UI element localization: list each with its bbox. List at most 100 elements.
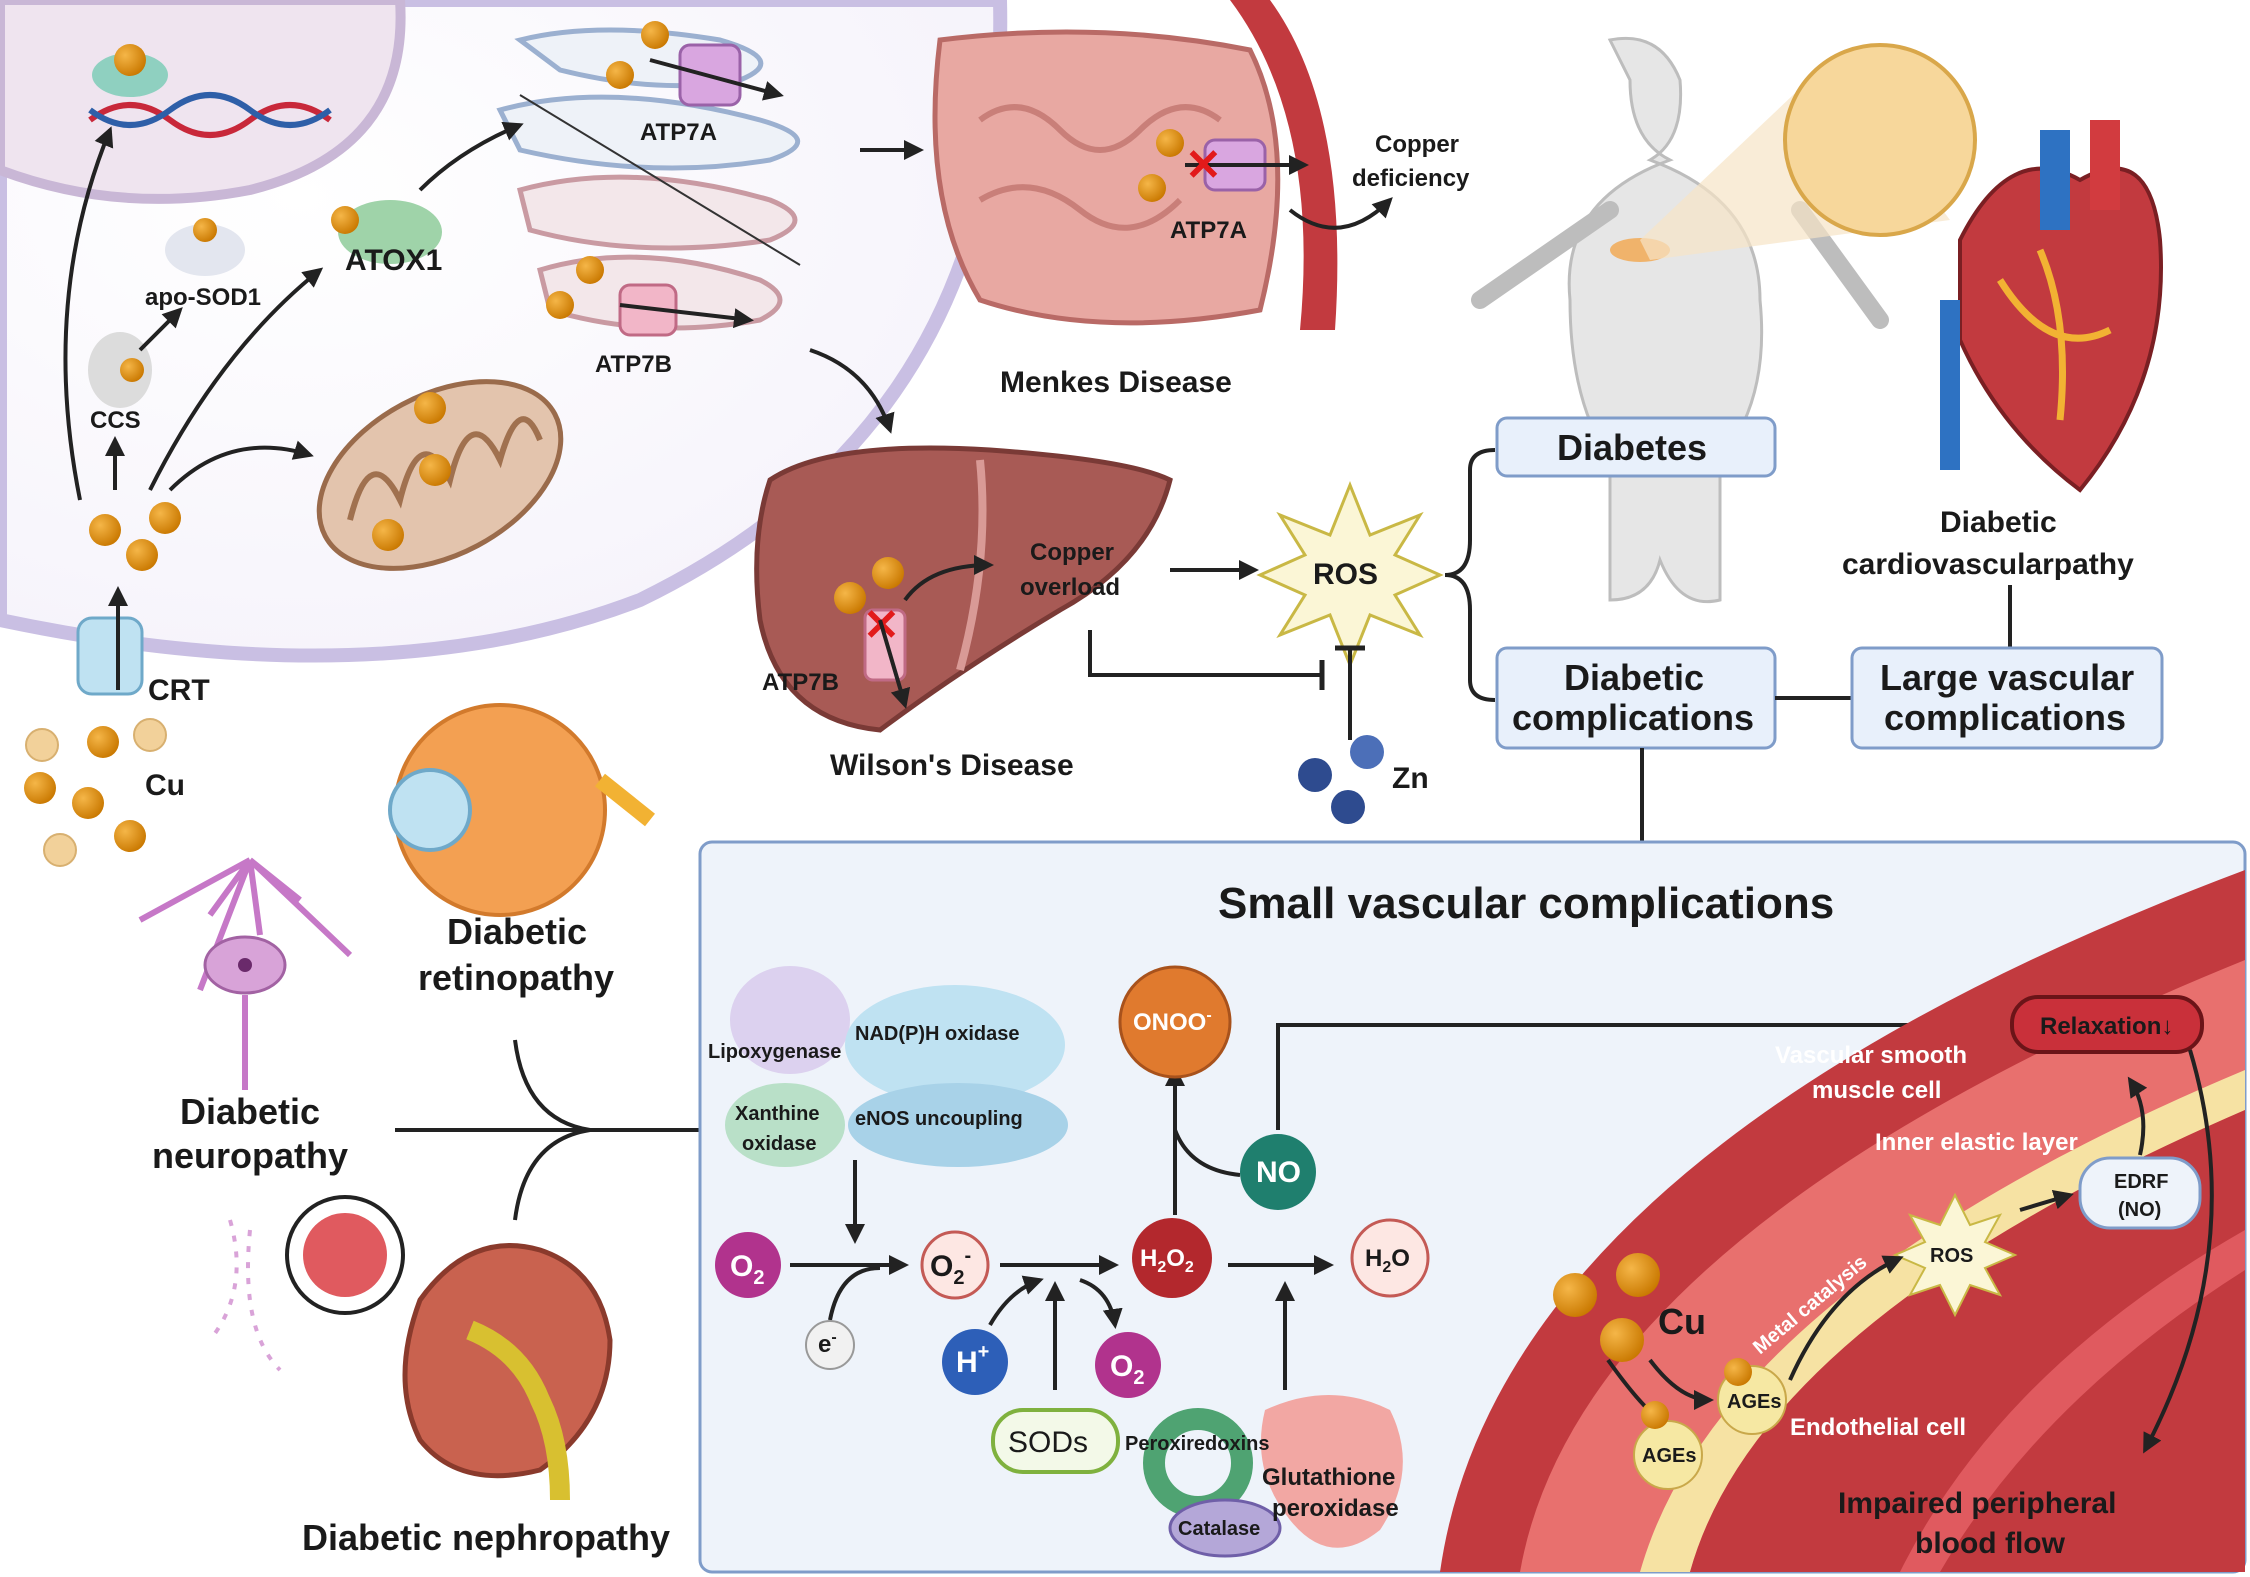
zinc-ion <box>1331 790 1365 824</box>
peroxynitrite <box>1118 965 1232 1079</box>
nadph-oxidase-protein <box>845 985 1065 1105</box>
oxygen-molecule <box>715 1232 781 1298</box>
atox1-protein <box>338 200 442 264</box>
neuropathy-label-2: neuropathy <box>152 1135 348 1176</box>
nephropathy-label: Diabetic nephropathy <box>302 1517 670 1558</box>
xanthine-oxidase-protein <box>725 1083 845 1167</box>
peroxiredoxins-label: Peroxiredoxins <box>1125 1433 1270 1455</box>
copper-ion <box>1641 1401 1669 1429</box>
h2o2-label: H2O2 <box>1140 1245 1194 1276</box>
copper-ion <box>126 539 158 571</box>
impaired-flow-label: Impaired peripheral <box>1838 1487 2116 1520</box>
superoxide-label: O2- <box>930 1245 971 1289</box>
atox1-label: ATOX1 <box>345 244 442 277</box>
cell-region: apo-SOD1 CCS ATOX1 ATP7A ATP7B <box>0 0 1008 867</box>
ros-hub: ROS Zn <box>1088 448 1496 824</box>
edrf-box <box>2078 1156 2202 1230</box>
edrf-label-2: (NO) <box>2118 1199 2161 1221</box>
xanthine-label: Xanthine <box>735 1103 819 1125</box>
cardio-label-2: cardiovascularpathy <box>1842 548 2134 581</box>
neuropathy-label: Diabetic <box>180 1091 320 1132</box>
zinc-ion <box>1350 735 1384 769</box>
copper-ion <box>372 519 404 551</box>
apo-sod1-protein <box>165 224 245 276</box>
copper-deficiency-label-2: deficiency <box>1352 165 1470 192</box>
heart-illustration <box>1940 120 2163 493</box>
h2o-label: H2O <box>1365 1245 1410 1276</box>
superoxide-molecule <box>920 1230 990 1300</box>
wilson-panel: ✕ ATP7B Copper overload Wilson's Disease <box>754 348 1173 782</box>
o2-product-label: O2 <box>1110 1350 1144 1389</box>
copper-ion <box>1600 1318 1644 1362</box>
impaired-flow-label-2: blood flow <box>1915 1527 2066 1560</box>
neuron-illustration <box>138 857 353 1372</box>
electron-label: e- <box>818 1329 837 1358</box>
diabetes-box <box>1495 416 1777 478</box>
copper-ion <box>1616 1253 1660 1297</box>
small-vascular-panel: Small vascular complications Lipoxygenas… <box>698 840 2247 1574</box>
copper-ion <box>1724 1358 1752 1386</box>
crt-channel <box>76 616 144 696</box>
enos-label: eNOS uncoupling <box>855 1108 1023 1130</box>
cu-vessel-label: Cu <box>1658 1301 1706 1342</box>
edrf-label: EDRF <box>2114 1171 2168 1193</box>
retinopathy-label-2: retinopathy <box>418 957 614 998</box>
copper-ion <box>414 392 446 424</box>
atp7b-golgi-label: ATP7B <box>595 351 672 378</box>
o2-label: O2 <box>730 1250 764 1289</box>
vsmc-label-2: muscle cell <box>1812 1077 1941 1104</box>
liver-illustration <box>754 445 1173 733</box>
cardio-label: Diabetic <box>1940 506 2057 539</box>
inner-elastic-label: Inner elastic layer <box>1875 1129 2078 1156</box>
copper-ion <box>1138 174 1166 202</box>
eye-illustration <box>388 703 655 917</box>
ages-label: AGEs <box>1727 1391 1781 1413</box>
copper-ion <box>606 61 634 89</box>
human-body-illustration <box>1567 36 1764 604</box>
cu-extracellular-label: Cu <box>145 769 185 802</box>
block-x-icon: ✕ <box>1185 141 1222 190</box>
retinopathy-label: Diabetic <box>447 911 587 952</box>
copper-ion <box>834 582 866 614</box>
xanthine-label-2: oxidase <box>742 1133 816 1155</box>
apo-sod1-label: apo-SOD1 <box>145 284 261 311</box>
endothelial-label: Endothelial cell <box>1790 1414 1966 1441</box>
copper-ion <box>641 21 669 49</box>
ages-label-2: AGEs <box>1642 1445 1696 1467</box>
copper-ion <box>872 557 904 589</box>
organ-panel: Diabetic retinopathy Diabetic neuropathy… <box>138 703 700 1558</box>
nadph-oxidase-label: NAD(P)H oxidase <box>855 1023 1019 1045</box>
atp7b-wilson-label: ATP7B <box>762 669 839 696</box>
proton <box>942 1329 1008 1395</box>
diabetic-complications-label: Diabetic <box>1564 657 1704 698</box>
copper-ion <box>193 218 217 242</box>
copper-ion <box>120 358 144 382</box>
sods-box <box>991 1408 1120 1474</box>
zn-label: Zn <box>1392 762 1429 795</box>
copper-ion <box>419 454 451 486</box>
large-vascular-label-2: complications <box>1884 697 2126 738</box>
copper-ion <box>89 514 121 546</box>
lipoxygenase-protein <box>730 966 850 1074</box>
sods-label: SODs <box>1008 1426 1088 1459</box>
atp7b-transporter <box>863 608 907 682</box>
atp7a-menkes-label: ATP7A <box>1170 217 1247 244</box>
small-vascular-title: Small vascular complications <box>1218 879 1834 928</box>
hydrogen-peroxide <box>1132 1218 1212 1298</box>
inner-elastic-layer <box>1640 1070 2245 1572</box>
copper-ion <box>114 44 146 76</box>
nitric-oxide <box>1240 1134 1316 1210</box>
kidney-illustration <box>285 1195 613 1501</box>
diabetic-complications-label-2: complications <box>1512 697 1754 738</box>
oxygen-molecule-product <box>1095 1332 1161 1398</box>
ros-vessel-label: ROS <box>1930 1245 1973 1267</box>
copper-overload-label-2: overload <box>1020 574 1120 601</box>
copper-deficiency-label: Copper <box>1375 131 1459 158</box>
atp7a-golgi-label: ATP7A <box>640 119 717 146</box>
catalase-label: Catalase <box>1178 1518 1260 1540</box>
copper-ion <box>1553 1273 1597 1317</box>
no-label: NO <box>1256 1156 1301 1189</box>
ccs-label: CCS <box>90 407 141 434</box>
ros-vessel-star <box>1892 1192 2018 1318</box>
